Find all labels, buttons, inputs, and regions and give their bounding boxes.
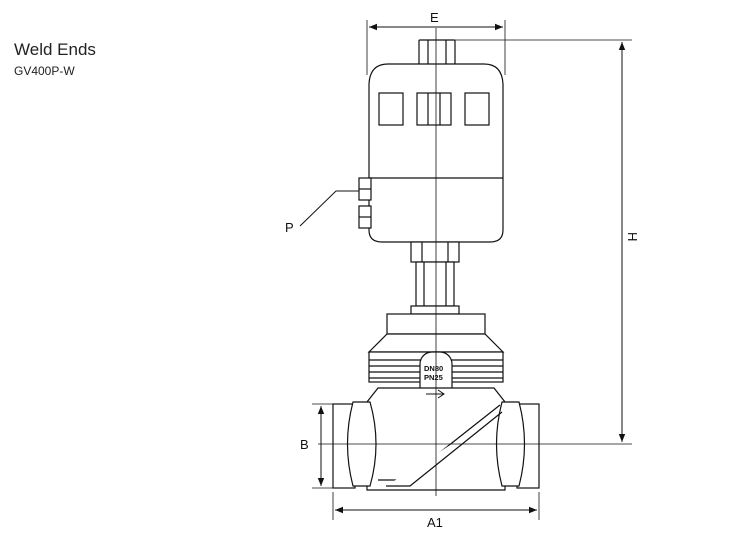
dimension-h-label: H	[625, 232, 640, 241]
model-number: GV400P-W	[14, 64, 75, 78]
indicator-cap	[418, 39, 456, 67]
dimension-a1-label: A1	[427, 515, 443, 530]
air-ports	[358, 177, 372, 229]
pn-marking: PN25	[424, 373, 443, 382]
flow-arrow-icon	[426, 389, 445, 399]
dn-marking: DN80	[424, 364, 443, 373]
extension-lines	[312, 20, 632, 520]
valve-stem	[410, 241, 460, 315]
dimension-b-label: B	[300, 437, 309, 452]
drawing-title: Weld Ends	[14, 40, 96, 59]
dimension-e-label: E	[430, 10, 439, 25]
port-leader-line	[299, 190, 359, 227]
dimension-p-label: P	[285, 220, 294, 235]
valve-body	[332, 387, 540, 491]
